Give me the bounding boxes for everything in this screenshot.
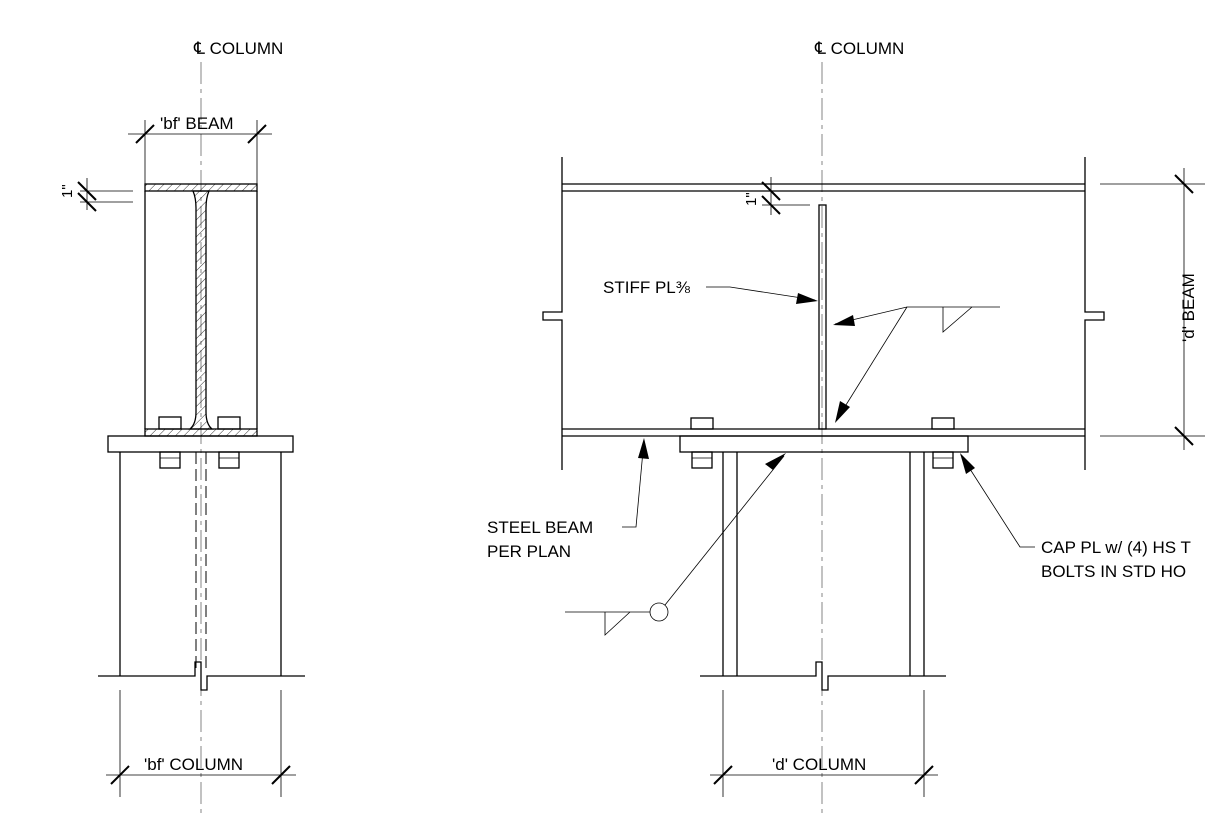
- d-column-tick-left: [713, 765, 733, 785]
- right-one-inch-label: 1": [743, 192, 760, 206]
- cap-weld-arrow: [664, 455, 785, 606]
- left-column-centerline-label: ℄ COLUMN: [193, 39, 283, 58]
- right-break-line: [700, 661, 946, 691]
- cap-weld-fillet-symbol: [604, 611, 631, 636]
- right-bolt-head-1: [690, 417, 714, 430]
- bf-column-tick-left: [110, 765, 130, 785]
- left-bolt-nut-1: [159, 451, 181, 469]
- bf-beam-tick-left: [135, 124, 155, 144]
- stiffener-plate: [818, 204, 827, 430]
- left-section-view: [77, 62, 305, 815]
- left-one-inch-label: 1": [59, 184, 76, 198]
- right-one-inch-tick-top: [761, 181, 781, 201]
- left-beam-bottom-flange: [144, 428, 258, 437]
- d-column-label: 'd' COLUMN: [772, 755, 866, 774]
- left-one-inch-tick-bot: [77, 192, 97, 212]
- stiff-weld-arrowhead-1: [833, 315, 855, 326]
- steel-beam-label-line2: PER PLAN: [487, 542, 571, 561]
- steel-beam-arrowhead: [638, 438, 649, 459]
- left-bolt-head-1: [158, 416, 182, 430]
- beam-left-break: [542, 157, 563, 470]
- cap-weld-arrowhead: [765, 453, 786, 470]
- stiff-pl-label: STIFF PL⅜: [603, 278, 691, 297]
- stiff-weld-arrow-2: [835, 306, 908, 422]
- right-elevation-view: [542, 62, 1205, 815]
- left-cap-plate: [107, 435, 294, 453]
- bf-column-tick-right: [271, 765, 291, 785]
- right-column-centerline-label: ℄ COLUMN: [814, 39, 904, 58]
- left-bolt-nut-2: [218, 451, 240, 469]
- bf-beam-tick-right: [247, 124, 267, 144]
- stiff-pl-leader: [706, 286, 816, 301]
- right-bolt-nut-1: [691, 451, 713, 469]
- left-bolt-head-2: [217, 416, 241, 430]
- steel-beam-leader: [622, 439, 645, 528]
- right-cap-plate: [679, 435, 969, 453]
- stiff-pl-arrowhead: [796, 293, 818, 304]
- stiff-weld-arrowhead-2: [835, 401, 850, 423]
- right-one-inch-tick-bot: [761, 195, 781, 215]
- right-bolt-head-2: [931, 417, 955, 430]
- steel-beam-label-line1: STEEL BEAM: [487, 518, 593, 537]
- d-beam-label: 'd' BEAM: [1179, 273, 1198, 342]
- right-bolt-nut-2: [932, 451, 954, 469]
- left-beam-top-flange: [144, 183, 258, 192]
- d-beam-tick-top: [1174, 174, 1194, 194]
- bf-beam-label: 'bf' BEAM: [160, 114, 234, 133]
- bf-column-label: 'bf' COLUMN: [144, 755, 243, 774]
- stiff-weld-fillet-symbol: [942, 306, 973, 333]
- left-one-inch-tick-top: [77, 181, 97, 201]
- cap-pl-leader: [960, 454, 1035, 548]
- cap-pl-arrowhead: [960, 453, 975, 474]
- left-beam-web: [188, 190, 214, 430]
- cap-pl-label-line1: CAP PL w/ (4) HS T: [1041, 538, 1191, 557]
- cap-pl-label-line2: BOLTS IN STD HO: [1041, 562, 1186, 581]
- beam-right-break: [1084, 157, 1105, 470]
- d-beam-tick-bot: [1174, 426, 1194, 446]
- d-column-tick-right: [914, 765, 934, 785]
- left-break-line: [98, 661, 305, 691]
- cap-weld-all-around-circle: [649, 602, 669, 622]
